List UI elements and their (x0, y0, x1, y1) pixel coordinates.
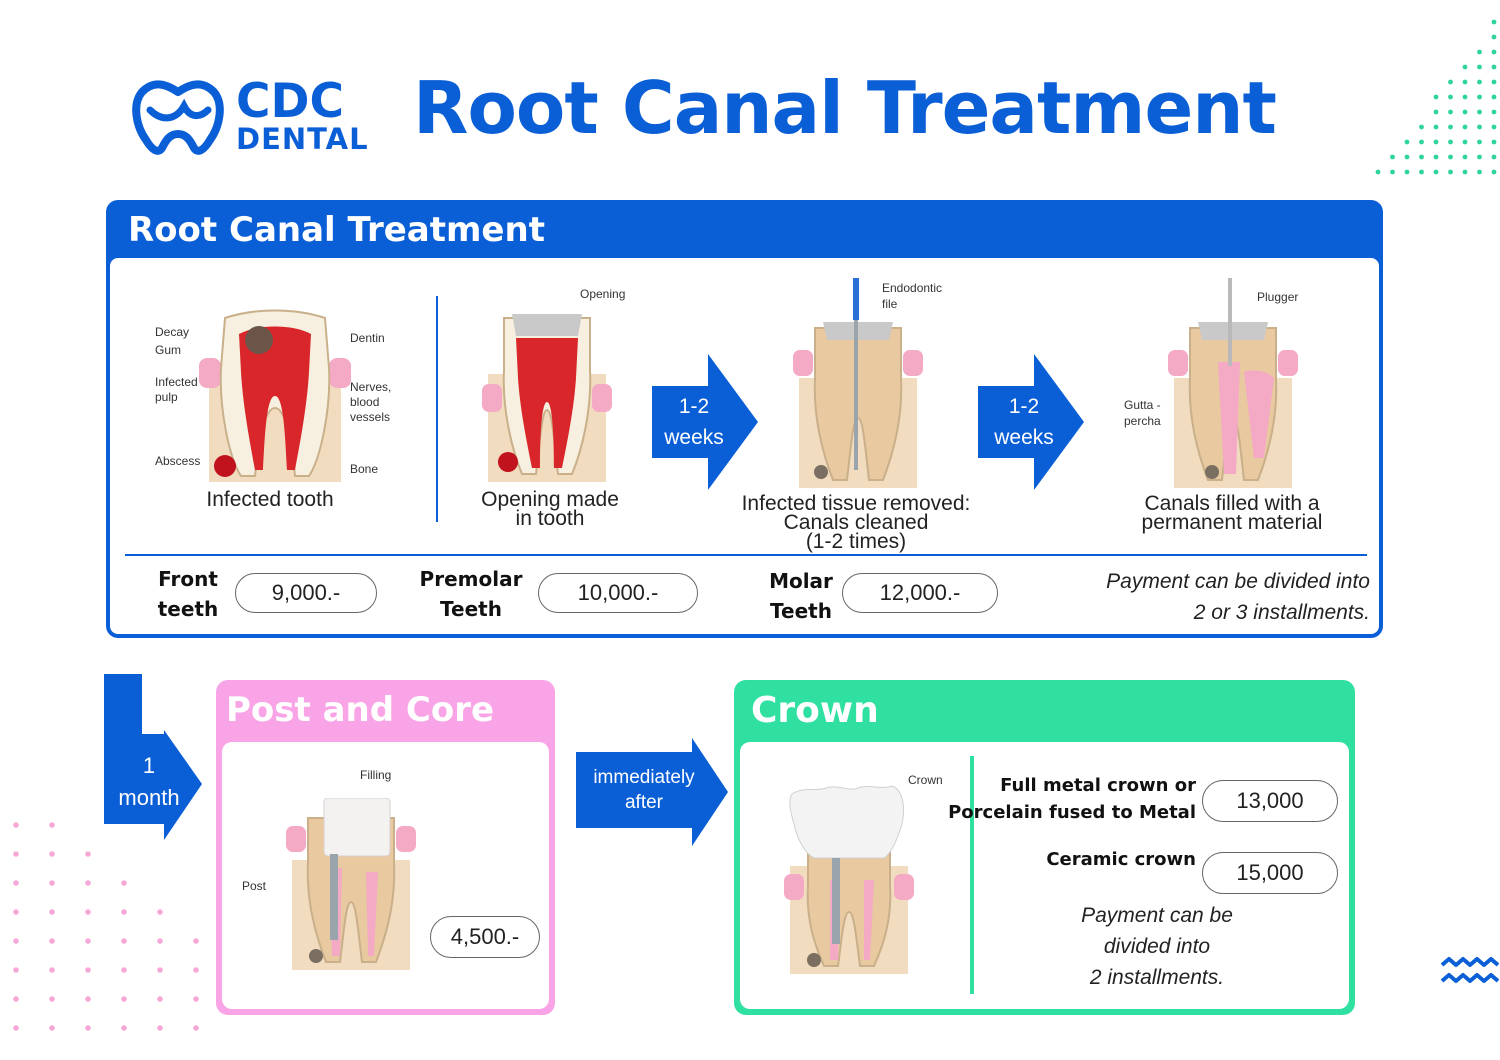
step-caption-cleaning: Infected tissue removed: Canals cleaned … (741, 492, 971, 553)
post-and-core-card: Post and Core Filling Post 4,500.- (216, 680, 555, 1015)
brand-name-line1: CDC (236, 74, 344, 129)
label-percha: percha (1124, 414, 1161, 428)
price-molar-teeth: 12,000.- (842, 573, 998, 613)
root-canal-card-body: Decay Gum Dentin Infected pulp Nerves, b… (110, 258, 1379, 634)
opening-tooth-illustration (482, 310, 612, 482)
crown-option-ceramic-label: Ceramic crown (1046, 849, 1196, 870)
price-full-metal-crown: 13,000 (1202, 780, 1338, 822)
step-divider (436, 296, 438, 522)
label-nerves: Nerves, (350, 380, 392, 394)
crown-payment-note: Payment can be divided into 2 installmen… (1081, 904, 1233, 989)
crown-illustration (784, 784, 914, 974)
price-divider (125, 554, 1367, 556)
arrow-1-2-weeks-first (652, 354, 758, 490)
crown-card: Crown Crown Full metal crown or Porcelai… (734, 680, 1355, 1015)
label-pulp: pulp (155, 390, 178, 404)
label-plugger: Plugger (1257, 290, 1299, 304)
label-post: Post (242, 879, 267, 893)
arrow-1-month (104, 674, 202, 840)
price-label-molar-teeth: Molar Teeth (769, 569, 833, 623)
label-opening: Opening (580, 287, 626, 301)
label-decay: Decay (155, 325, 190, 339)
canal-cleaning-illustration (793, 278, 923, 488)
label-bone: Bone (350, 462, 379, 476)
decorative-dots-top-right (1375, 19, 1497, 175)
brand-name-line2: DENTAL (236, 122, 369, 156)
arrow-immediately-after-label: immediately after (593, 767, 695, 813)
crown-title: Crown (751, 690, 879, 731)
label-endodontic: Endodontic (882, 281, 943, 295)
step-caption-filled: Canals filled with a permanent material (1141, 492, 1323, 534)
price-post-and-core: 4,500.- (430, 916, 540, 958)
infected-tooth-illustration (195, 308, 355, 483)
crown-option-full-metal-label: Full metal crown or Porcelain fused to M… (948, 775, 1196, 823)
label-filling: Filling (360, 768, 392, 782)
label-vessels: vessels (350, 410, 391, 424)
label-gutta: Gutta - (1124, 398, 1161, 412)
arrow-1-month-label: 1 month (118, 753, 180, 810)
crown-body: Crown Full metal crown or Porcelain fuse… (740, 742, 1349, 1009)
arrow-immediately-after (576, 738, 728, 846)
decorative-dots-bottom-left (13, 822, 199, 1031)
price-ceramic-crown: 15,000 (1202, 852, 1338, 894)
label-blood: blood (350, 395, 380, 409)
label-infected: Infected (155, 375, 198, 389)
post-and-core-title: Post and Core (226, 690, 495, 730)
price-premolar-teeth: 10,000.- (538, 573, 698, 613)
root-canal-card: Root Canal Treatment Decay Gum Dentin In… (106, 200, 1383, 638)
canal-filled-illustration (1168, 278, 1298, 488)
root-canal-payment-note: Payment can be divided into 2 or 3 insta… (1106, 570, 1370, 624)
price-front-teeth: 9,000.- (235, 573, 377, 613)
label-crown: Crown (908, 773, 943, 787)
arrow-1-2-weeks-second-label: 1-2 weeks (994, 395, 1054, 449)
step-caption-infected-tooth: Infected tooth (206, 488, 334, 511)
post-and-core-illustration (286, 797, 416, 970)
crown-divider (970, 756, 974, 994)
tooth-logo-icon (132, 80, 224, 155)
post-and-core-body: Filling Post 4,500.- (222, 742, 549, 1009)
page-title: Root Canal Treatment (413, 66, 1277, 150)
step-caption-opening: Opening made in tooth (481, 488, 619, 530)
label-abscess: Abscess (155, 454, 201, 468)
label-file: file (882, 297, 898, 311)
price-label-premolar-teeth: Premolar Teeth (419, 567, 523, 621)
label-dentin: Dentin (350, 331, 385, 345)
arrow-1-2-weeks-first-label: 1-2 weeks (664, 395, 724, 449)
label-gum: Gum (155, 343, 182, 357)
wave-decoration-icon (1440, 957, 1500, 983)
root-canal-card-title: Root Canal Treatment (128, 210, 545, 250)
price-label-front-teeth: Front teeth (157, 567, 219, 621)
arrow-1-2-weeks-second (978, 354, 1084, 490)
brand-logo: CDC DENTAL (128, 72, 378, 162)
